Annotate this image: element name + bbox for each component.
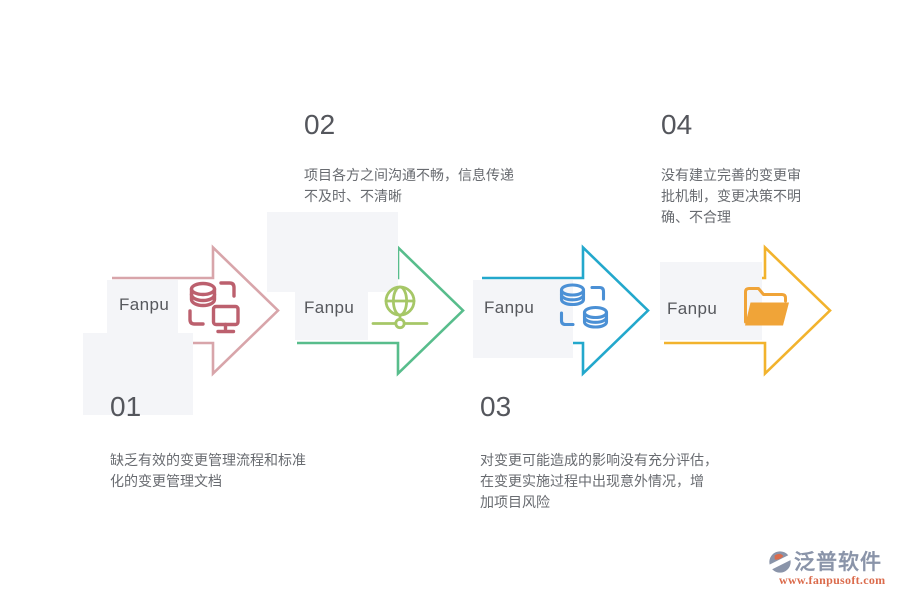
step-2-arrow-shape: [297, 244, 465, 377]
decor-panel: [267, 212, 398, 292]
fanpu-watermark-label: Fanpu: [304, 298, 355, 317]
globe-network-icon: [371, 285, 429, 330]
brand-url: www.fanpusoft.com: [779, 573, 886, 587]
step-2-number: 02: [304, 109, 336, 140]
step-3-description: 对变更可能造成的影响没有充分评估， 在变更实施过程中出现意外情况，增 加项目风险: [480, 452, 718, 510]
step-3-arrow-shape: [482, 244, 650, 377]
step-4-arrow-shape: [664, 244, 832, 377]
decor-panel: [107, 280, 178, 340]
fanpu-logo-icon: [768, 551, 792, 573]
decor-panel: [83, 333, 193, 415]
folder-icon: [744, 287, 789, 326]
step-1-number: 01: [110, 391, 142, 422]
step-4-number: 04: [661, 109, 693, 140]
databases-sync-icon: [559, 283, 609, 329]
step-4-description: 没有建立完善的变更审 批机制，变更决策不明 确、不合理: [661, 167, 801, 225]
fanpu-watermark-label: Fanpu: [119, 295, 170, 314]
database-monitor-icon: [188, 281, 240, 334]
step-2-description: 项目各方之间沟通不畅，信息传递 不及时、不清晰: [304, 167, 514, 204]
step-1-description: 缺乏有效的变更管理流程和标准 化的变更管理文档: [110, 452, 306, 489]
decor-panel: [473, 280, 573, 358]
brand-name: 泛普软件: [794, 551, 882, 574]
fanpu-watermark-label: Fanpu: [667, 299, 718, 318]
step-1-arrow-shape: [112, 244, 280, 377]
fanpu-watermark-label: Fanpu: [484, 298, 535, 317]
step-3-number: 03: [480, 391, 512, 422]
decor-panel: [295, 290, 368, 340]
